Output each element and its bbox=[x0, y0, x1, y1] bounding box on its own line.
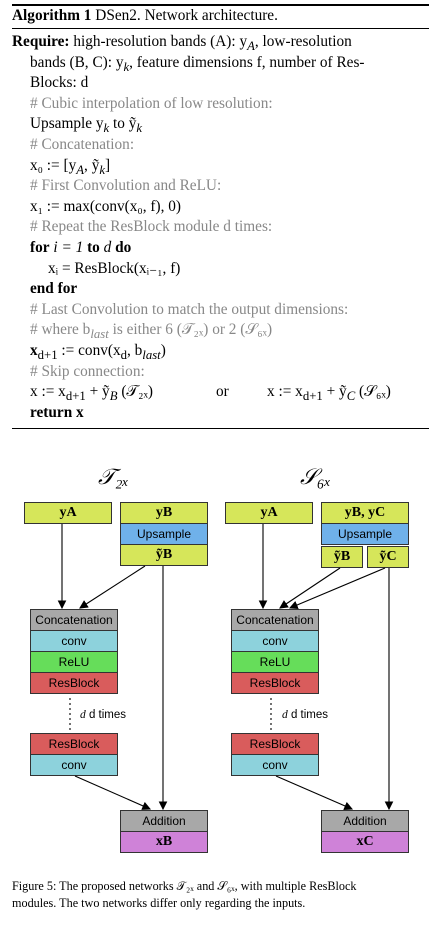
left-upsample-box: Upsample bbox=[120, 523, 208, 545]
left-relu-box: ReLU bbox=[30, 651, 118, 673]
left-resblock2-box: ResBlock bbox=[30, 733, 118, 755]
right-output-box: xC bbox=[321, 831, 409, 853]
line-return: return x bbox=[30, 403, 84, 421]
right-ytc-box: ỹC bbox=[367, 546, 409, 568]
line-skip-t2x: x := xd+1 + ỹB (𝒯₂ₓ) bbox=[30, 383, 154, 404]
line-skip-s6x: x := xd+1 + ỹC (𝒮₆ₓ) bbox=[267, 383, 391, 404]
right-ytc-to-concat-arrow bbox=[288, 567, 386, 610]
left-addition-box: Addition bbox=[120, 810, 208, 832]
line-for: for i = 1 to d do bbox=[30, 239, 132, 256]
comment-first-conv: # First Convolution and ReLU: bbox=[30, 177, 222, 195]
mid-rule bbox=[12, 28, 429, 29]
require-line-3: Blocks: d bbox=[30, 74, 89, 92]
caption-line-2: modules. The two networks differ only re… bbox=[12, 896, 306, 910]
left-ytb-to-concat-arrow bbox=[79, 565, 146, 609]
network-diagram: 𝒯₂ₓ 𝒮₆ₓ yA yB Upsample ỹB Concatenation … bbox=[0, 460, 439, 880]
right-upsample-box: Upsample bbox=[321, 523, 409, 545]
require-line-1: Require: high-resolution bands (A): yA, … bbox=[12, 33, 352, 54]
right-dtimes-label: d d times bbox=[282, 709, 329, 721]
comment-repeat: # Repeat the ResBlock module d times: bbox=[30, 218, 273, 236]
require-line-2: bands (B, C): yk, feature dimensions f, … bbox=[30, 53, 365, 74]
algorithm-body: Require: high-resolution bands (A): yA, … bbox=[12, 32, 429, 432]
right-conv-to-add-arrow bbox=[275, 775, 354, 810]
algorithm-label: Algorithm 1 bbox=[12, 7, 92, 24]
right-resblock2-box: ResBlock bbox=[231, 733, 319, 755]
comment-last-conv: # Last Convolution to match the output d… bbox=[30, 300, 349, 318]
left-network-title: 𝒯₂ₓ bbox=[98, 464, 129, 489]
comment-cubic: # Cubic interpolation of low resolution: bbox=[30, 94, 273, 112]
left-conv2-box: conv bbox=[30, 754, 118, 776]
top-rule bbox=[12, 4, 429, 6]
comment-blast: # where blast is either 6 (𝒯₂ₓ) or 2 (𝒮₆… bbox=[30, 321, 273, 342]
left-ya-box: yA bbox=[24, 502, 112, 524]
line-concat: x₀ := [yA, ỹk] bbox=[30, 156, 111, 177]
line-resblock: xᵢ = ResBlock(xᵢ₋₁, f) bbox=[48, 259, 181, 277]
line-skip-or: or bbox=[216, 383, 229, 401]
line-upsample: Upsample yk to ỹk bbox=[30, 115, 143, 136]
comment-concat: # Concatenation: bbox=[30, 136, 135, 153]
right-ytb-box: ỹB bbox=[321, 546, 363, 568]
right-ya-box: yA bbox=[225, 502, 313, 524]
right-resblock1-box: ResBlock bbox=[231, 672, 319, 694]
line-last-conv: xd+1 := conv(xd, blast) bbox=[30, 342, 166, 363]
right-ytb-to-concat-arrow bbox=[279, 567, 341, 609]
algorithm-heading: Algorithm 1 DSen2. Network architecture. bbox=[12, 7, 278, 25]
figure-caption: Figure 5: The proposed networks 𝒯₂ₓ and … bbox=[12, 878, 429, 912]
bottom-rule bbox=[12, 428, 429, 429]
left-ytb-box: ỹB bbox=[120, 544, 208, 566]
algorithm-title: DSen2. Network architecture. bbox=[95, 7, 278, 24]
line-end-for: end for bbox=[30, 280, 78, 298]
right-network-title: 𝒮₆ₓ bbox=[300, 464, 331, 489]
right-relu-box: ReLU bbox=[231, 651, 319, 673]
left-conv-to-add-arrow bbox=[74, 775, 152, 810]
caption-line-1: Figure 5: The proposed networks 𝒯₂ₓ and … bbox=[12, 879, 357, 893]
comment-skip: # Skip connection: bbox=[30, 362, 145, 380]
right-addition-box: Addition bbox=[321, 810, 409, 832]
line-first-conv: x₁ := max(conv(x₀, f), 0) bbox=[30, 197, 181, 215]
left-yb-box: yB bbox=[120, 502, 208, 524]
left-resblock1-box: ResBlock bbox=[30, 672, 118, 694]
diagram-arrows bbox=[57, 524, 394, 811]
right-conv2-box: conv bbox=[231, 754, 319, 776]
left-output-box: xB bbox=[120, 831, 208, 853]
left-dtimes-label: d d times bbox=[80, 709, 127, 721]
